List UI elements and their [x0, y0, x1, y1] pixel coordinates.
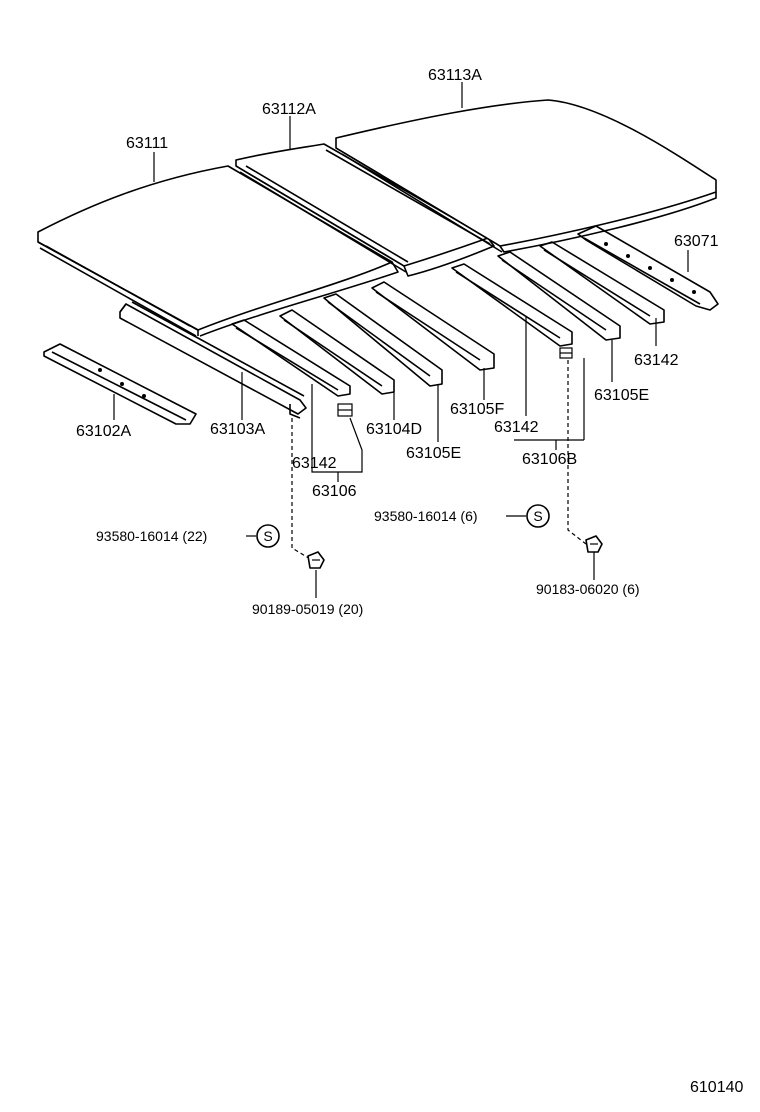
nut-90183 [585, 535, 603, 553]
fastener-line-left [291, 418, 313, 561]
roof-panel-63113A [335, 99, 717, 253]
leader-lines [113, 82, 689, 598]
label-63111: 63111 [126, 135, 168, 152]
label-90189-05019: 90189-05019 (20) [252, 601, 363, 617]
roof-panel-63111 [37, 165, 399, 337]
fastener-line-right [567, 360, 587, 545]
svg-text:S: S [533, 508, 542, 524]
reinforcement-63102A [43, 343, 197, 425]
screw-symbol-left: S [256, 524, 280, 548]
rail-63105E-mid [323, 293, 443, 387]
rail-63104D [279, 309, 395, 395]
rail-63142-left [231, 319, 353, 417]
label-63105E-mid: 63105E [406, 445, 461, 462]
label-90183-06020: 90183-06020 (6) [536, 581, 640, 597]
label-63103A: 63103A [210, 421, 265, 438]
rail-63142-right [539, 241, 665, 325]
rail-63103A [119, 301, 307, 419]
svg-text:S: S [263, 528, 272, 544]
screw-symbol-right: S [526, 504, 550, 528]
label-63102A: 63102A [76, 423, 131, 440]
label-63105F: 63105F [450, 401, 504, 418]
label-93580-16014-6: 93580-16014 (6) [374, 508, 478, 524]
figure-number: 610140 [690, 1079, 743, 1096]
label-63112A: 63112A [262, 101, 316, 118]
rail-63105F [371, 281, 495, 371]
nut-90189 [307, 551, 325, 569]
rail-63142-mid [451, 263, 573, 359]
label-63105E-right: 63105E [594, 387, 649, 404]
rail-63105E-right [497, 251, 621, 341]
roof-panel-63112A [235, 143, 495, 277]
label-63104D: 63104D [366, 421, 422, 438]
label-63142-mid: 63142 [494, 419, 539, 436]
label-63142-right: 63142 [634, 352, 679, 369]
label-63106: 63106 [312, 483, 357, 500]
label-63113A: 63113A [428, 67, 482, 84]
label-63071: 63071 [674, 233, 719, 250]
label-63106B: 63106B [522, 451, 577, 468]
reinforcement-63071 [577, 225, 719, 311]
label-93580-16014-22: 93580-16014 (22) [96, 528, 207, 544]
label-63142-left: 63142 [292, 455, 337, 472]
